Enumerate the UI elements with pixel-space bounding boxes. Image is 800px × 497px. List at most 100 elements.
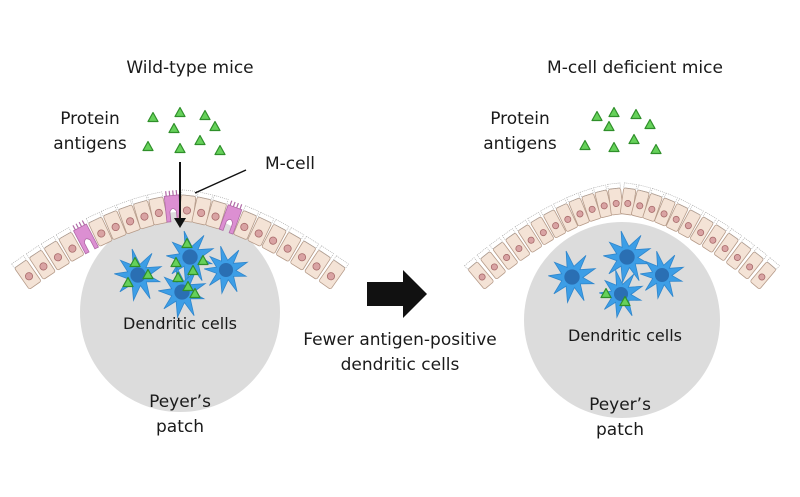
epithelial-cell [205,194,229,230]
dendritic-cell-nucleus [182,249,198,265]
microvilli [702,211,717,224]
epithelial-cell-nucleus [197,208,206,217]
epithelial-cell [247,211,275,247]
center-caption: Fewer antigen-positive dendritic cells [270,328,530,378]
epithelial-cell [501,228,530,261]
dendritic-cell-nucleus [564,269,580,285]
m-cell-microvillus [165,191,167,197]
epithelial-cell-nucleus [612,199,620,207]
m-cell-microvillus [239,204,243,210]
right-antigen-label-line2: antigens [483,134,557,154]
microvilli [464,257,478,270]
m-cell-microvillus [81,220,86,226]
epithelial-cell [566,192,590,227]
epithelial-cell-nucleus [53,253,63,262]
epithelial-cell [514,219,542,253]
dendritic-cell [548,250,597,304]
epithelial-cell-nucleus [254,229,263,238]
right-dendritic-label: Dendritic cells [568,326,682,345]
epithelial-cell-nucleus [182,206,191,215]
left-antigen-label: Protein antigens [40,107,140,157]
microvilli [318,245,335,259]
epithelial-cell-nucleus [672,215,680,223]
epithelial-cell-nucleus [478,273,486,281]
epithelial-cell [319,255,349,290]
antigen-icon [628,133,640,145]
epithelial-cell [620,182,637,216]
center-caption-line1: Fewer antigen-positive [303,330,497,350]
left-antigen-label-line2: antigens [53,134,127,154]
antigen-icon [630,108,642,120]
epithelial-cell-nucleus [648,205,656,213]
microvilli [181,189,197,197]
right-patch-label: Peyer’s patch [570,393,670,443]
microvilli [40,235,57,249]
dendritic-cell [603,230,652,284]
m-cell-microvillus [229,200,233,206]
microvilli [553,198,568,209]
epithelial-cell-nucleus [326,272,336,281]
microvilli [258,211,275,224]
m-cell-microvillus [75,223,79,229]
center-caption-line2: dendritic cells [340,355,460,375]
right-arrow-icon [367,270,427,318]
microvilli [288,227,305,240]
m-cell-microvillus [236,202,239,209]
microvilli [527,211,542,224]
epithelial-cell-nucleus [588,205,596,213]
antigen-icon [214,144,226,156]
left-patch-label-line2: patch [156,417,204,437]
epithelial-cell [540,204,566,238]
antigen-in-dendritic-cell [187,264,199,276]
antigen-in-dendritic-cell [172,271,184,283]
m-cell-pointer-line [194,169,247,194]
right-antigen-label-line1: Protein [490,109,550,129]
uptake-arrow-head [174,218,186,228]
microvilli [650,188,665,198]
epithelial-cell-nucleus [240,222,249,231]
epithelial-cell [85,211,113,247]
microvilli [11,255,27,269]
epithelial-cell-nucleus [297,253,307,262]
antigen-in-dendritic-cell [129,256,141,268]
m-cell-microvillus [78,221,83,227]
epithelial-cell [191,191,213,226]
epithelial-cell-nucleus [684,222,692,230]
epithelial-cell [11,255,41,290]
dendritic-cell-nucleus [218,262,234,278]
antigen-icon [591,110,603,122]
epithelial-cell-nucleus [97,229,106,238]
epithelial-cell [579,188,602,222]
microvilli [593,184,608,194]
epithelial-cell [654,192,678,227]
epithelial-cell-nucleus [733,254,741,261]
antigen-icon [650,143,662,155]
left-panel-artwork [11,106,349,412]
epithelial-cell [702,219,730,253]
epithelial-cell [147,191,169,226]
epithelial-cell-nucleus [636,202,644,210]
microvilli [663,192,678,203]
epithelial-cell [116,199,141,234]
m-cell-microvillus [72,225,76,231]
epithelial-cell-nucleus [515,245,523,253]
dendritic-cell-nucleus [654,267,670,283]
epithelial-cell-nucleus [111,222,120,232]
epithelial-cell-nucleus [527,236,535,244]
microvilli [741,237,755,250]
antigen-icon [168,122,180,134]
antigen-icon [644,118,656,130]
microvilli [85,211,102,224]
m-cell-body [72,223,99,255]
microvilli [196,191,213,201]
epithelial-cell [40,235,70,271]
microvilli [623,182,637,190]
epithelial-cell-nucleus [660,210,668,218]
epithelium [11,189,349,290]
epithelial-cell-nucleus [283,244,292,253]
antigen-icon [603,120,615,132]
center-artwork [367,270,427,318]
right-panel-artwork [464,106,780,418]
